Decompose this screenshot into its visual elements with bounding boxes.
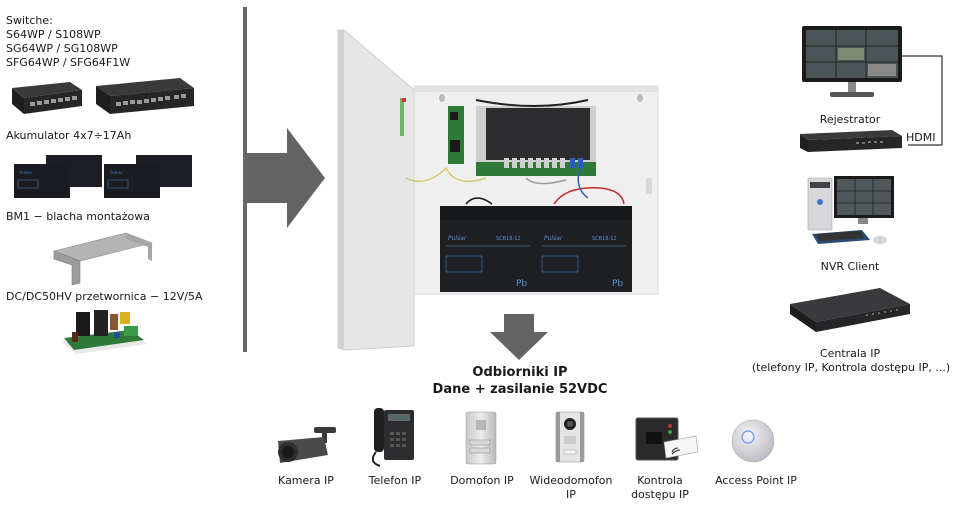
- device-label-video-intercom-line1: Wideodomofon: [529, 474, 613, 487]
- switch-model-1: S64WP / S108WP: [6, 28, 101, 41]
- ip-camera-icon: [278, 427, 336, 463]
- device-label-camera: Kamera IP: [278, 474, 334, 487]
- access-control-icon: [635, 417, 699, 461]
- svg-text:Pb: Pb: [612, 279, 623, 289]
- video-intercom-icon: [555, 411, 585, 463]
- monitor-icon: [802, 26, 902, 97]
- mounting-plate-icon: [53, 232, 153, 286]
- access-point-icon: [731, 419, 775, 463]
- device-label-access-point: Access Point IP: [715, 474, 797, 487]
- svg-text:Pb: Pb: [516, 279, 527, 289]
- nvr-client-pc-icon: [807, 176, 894, 244]
- arrow-down-icon: [490, 314, 548, 360]
- svg-text:Pulsar: Pulsar: [110, 170, 123, 175]
- ip-pbx-icon: [790, 288, 910, 332]
- switches-title: Switche:: [6, 14, 53, 27]
- arrow-right-icon: [247, 128, 325, 228]
- switch-model-2: SG64WP / SG108WP: [6, 42, 118, 55]
- battery-label: Akumulator 4x7÷17Ah: [6, 129, 132, 142]
- output-subtitle: Dane + zasilanie 52VDC: [432, 382, 608, 397]
- device-label-access-control-line2: dostępu IP: [631, 488, 689, 501]
- switch-8port-icon: [12, 82, 82, 114]
- recorder-icon: [800, 130, 902, 152]
- device-label-phone: Telefon IP: [368, 474, 422, 487]
- recorder-label: Rejestrator: [819, 113, 881, 126]
- switch-model-3: SFG64WP / SFG64F1W: [6, 56, 131, 69]
- converter-label: DC/DC50HV przetwornica − 12V/5A: [6, 290, 203, 303]
- svg-text:Pulsar: Pulsar: [20, 170, 33, 175]
- nvr-client-label: NVR Client: [820, 260, 880, 273]
- device-label-intercom: Domofon IP: [450, 474, 514, 487]
- ip-pbx-sublabel: (telefony IP, Kontrola dostępu IP, ...): [751, 361, 951, 374]
- output-title: Odbiorniki IP: [472, 365, 568, 380]
- svg-text:Pulsar: Pulsar: [544, 235, 563, 242]
- dcdc-converter-icon: [62, 310, 148, 354]
- ip-pbx-label: Centrala IP: [819, 347, 881, 360]
- svg-text:SCB18-12: SCB18-12: [496, 236, 521, 242]
- hdmi-label: HDMI: [906, 131, 936, 144]
- svg-text:SCB18-12: SCB18-12: [592, 236, 617, 242]
- mounting-plate-label: BM1 − blacha montażowa: [6, 210, 150, 223]
- svg-text:Pulsar: Pulsar: [448, 235, 467, 242]
- psu-enclosure-image: Pulsar SCB18-12 Pb Pulsar SCB18-12 Pb: [337, 29, 659, 351]
- ip-phone-icon: [371, 408, 414, 467]
- section-divider: [243, 7, 247, 352]
- hdmi-cable-line: [902, 55, 943, 146]
- device-label-video-intercom-line2: IP: [566, 488, 576, 501]
- switch-10port-icon: [96, 78, 194, 114]
- device-label-access-control-line1: Kontrola: [637, 474, 683, 487]
- batteries-icon: Pulsar Pulsar: [14, 155, 192, 198]
- intercom-icon: [465, 411, 497, 465]
